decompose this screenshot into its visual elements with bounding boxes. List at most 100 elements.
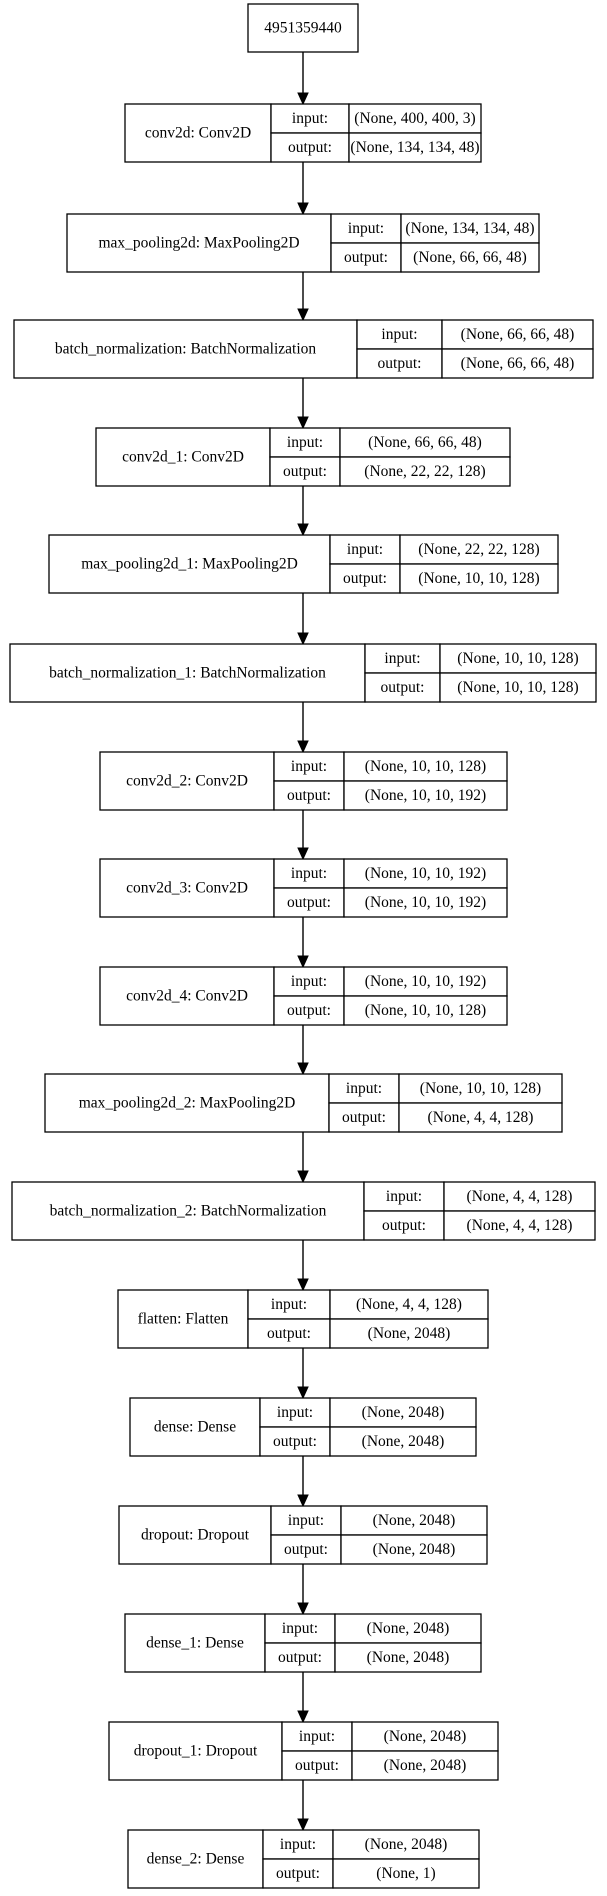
output-shape: (None, 4, 4, 128) — [428, 1109, 534, 1126]
output-label: output: — [378, 355, 422, 372]
input-label-cell — [273, 858, 345, 889]
input-label: input: — [381, 326, 417, 343]
arrow-head-icon — [297, 1818, 309, 1832]
input-shape-cell — [439, 643, 597, 674]
edge-arrow — [297, 486, 309, 537]
output-shape: (None, 1) — [376, 1865, 435, 1882]
nodes: 4951359440 conv2d: Conv2Dinput:output:(No… — [9, 3, 597, 1889]
output-label: output: — [344, 249, 388, 266]
output-shape: (None, 22, 22, 128) — [364, 463, 485, 480]
layer-name-cell — [99, 858, 275, 918]
layer-name-cell — [124, 103, 272, 163]
output-label-cell — [364, 672, 441, 703]
arrow-head-icon — [297, 523, 309, 537]
layer-name: batch_normalization_2: BatchNormalizatio… — [50, 1203, 327, 1220]
input-shape-cell — [343, 751, 508, 782]
layer-name-cell — [127, 1829, 264, 1889]
input-shape-cell — [343, 966, 508, 997]
layer-name-cell — [13, 319, 358, 379]
input-label: input: — [386, 1188, 422, 1205]
layer-name-cell — [124, 1613, 266, 1673]
input-label-cell — [273, 751, 345, 782]
input-shape: (None, 2048) — [365, 1836, 448, 1853]
output-shape: (None, 4, 4, 128) — [467, 1217, 573, 1234]
output-shape-cell — [329, 1426, 477, 1457]
input-shape: (None, 2048) — [384, 1728, 467, 1745]
output-shape: (None, 2048) — [362, 1433, 445, 1450]
input-shape-cell — [343, 858, 508, 889]
layer-name: max_pooling2d_1: MaxPooling2D — [81, 556, 298, 573]
layer-name: max_pooling2d_2: MaxPooling2D — [79, 1095, 296, 1112]
layer-node: max_pooling2d_2: MaxPooling2Dinput:outpu… — [44, 1073, 563, 1133]
input-label: input: — [291, 973, 327, 990]
root-node-label: 4951359440 — [264, 20, 342, 37]
output-label: output: — [278, 1649, 322, 1666]
edge-arrow — [297, 1132, 309, 1184]
layer-node: batch_normalization_1: BatchNormalizatio… — [9, 643, 597, 703]
arrow-head-icon — [297, 740, 309, 754]
root-node: 4951359440 — [247, 3, 359, 53]
layer-node: max_pooling2d: MaxPooling2Dinput:output:… — [66, 213, 540, 273]
input-shape: (None, 10, 10, 128) — [420, 1080, 541, 1097]
input-shape: (None, 4, 4, 128) — [467, 1188, 573, 1205]
output-label: output: — [287, 894, 331, 911]
input-label: input: — [291, 865, 327, 882]
arrow-head-icon — [297, 1170, 309, 1184]
edge-arrow — [297, 1348, 309, 1400]
arrow-head-icon — [297, 92, 309, 106]
edge-arrow — [297, 1780, 309, 1832]
output-label: output: — [276, 1865, 320, 1882]
output-shape-cell — [400, 242, 540, 273]
input-shape-cell — [399, 534, 559, 565]
edge-arrow — [297, 162, 309, 216]
layer-name: conv2d_2: Conv2D — [126, 773, 248, 790]
layer-name-cell — [129, 1397, 261, 1457]
layer-name: dense: Dense — [154, 1419, 236, 1436]
input-label-cell — [363, 1181, 445, 1212]
input-shape-cell — [340, 1505, 488, 1536]
output-shape-cell — [441, 348, 594, 379]
root-node-box — [247, 3, 359, 53]
layer-name: batch_normalization_1: BatchNormalizatio… — [49, 665, 326, 682]
input-label-cell — [281, 1721, 353, 1752]
layer-name: conv2d_3: Conv2D — [126, 880, 248, 897]
layer-name-cell — [66, 213, 332, 273]
input-shape: (None, 2048) — [373, 1512, 456, 1529]
output-shape-cell — [329, 1318, 489, 1349]
edge-arrow — [297, 1564, 309, 1616]
input-label: input: — [299, 1728, 335, 1745]
output-label: output: — [283, 463, 327, 480]
input-shape: (None, 134, 134, 48) — [405, 220, 534, 237]
edge-arrow — [297, 1672, 309, 1724]
output-shape-cell — [348, 132, 482, 163]
output-shape: (None, 66, 66, 48) — [461, 355, 575, 372]
layer-name: flatten: Flatten — [138, 1311, 229, 1328]
output-label-cell — [273, 780, 345, 811]
input-label-cell — [264, 1613, 336, 1644]
input-label: input: — [282, 1620, 318, 1637]
output-label-cell — [330, 242, 402, 273]
input-label-cell — [330, 213, 402, 244]
edge-arrow — [297, 917, 309, 969]
output-shape: (None, 2048) — [368, 1325, 451, 1342]
arrow-head-icon — [297, 847, 309, 861]
edges — [297, 52, 309, 1832]
edge-arrow — [297, 272, 309, 322]
edge-arrow — [297, 593, 309, 646]
output-shape-cell — [334, 1642, 482, 1673]
input-label-cell — [270, 103, 350, 134]
arrow-head-icon — [297, 1386, 309, 1400]
arrow-head-icon — [297, 308, 309, 322]
output-label: output: — [343, 570, 387, 587]
input-label: input: — [291, 758, 327, 775]
